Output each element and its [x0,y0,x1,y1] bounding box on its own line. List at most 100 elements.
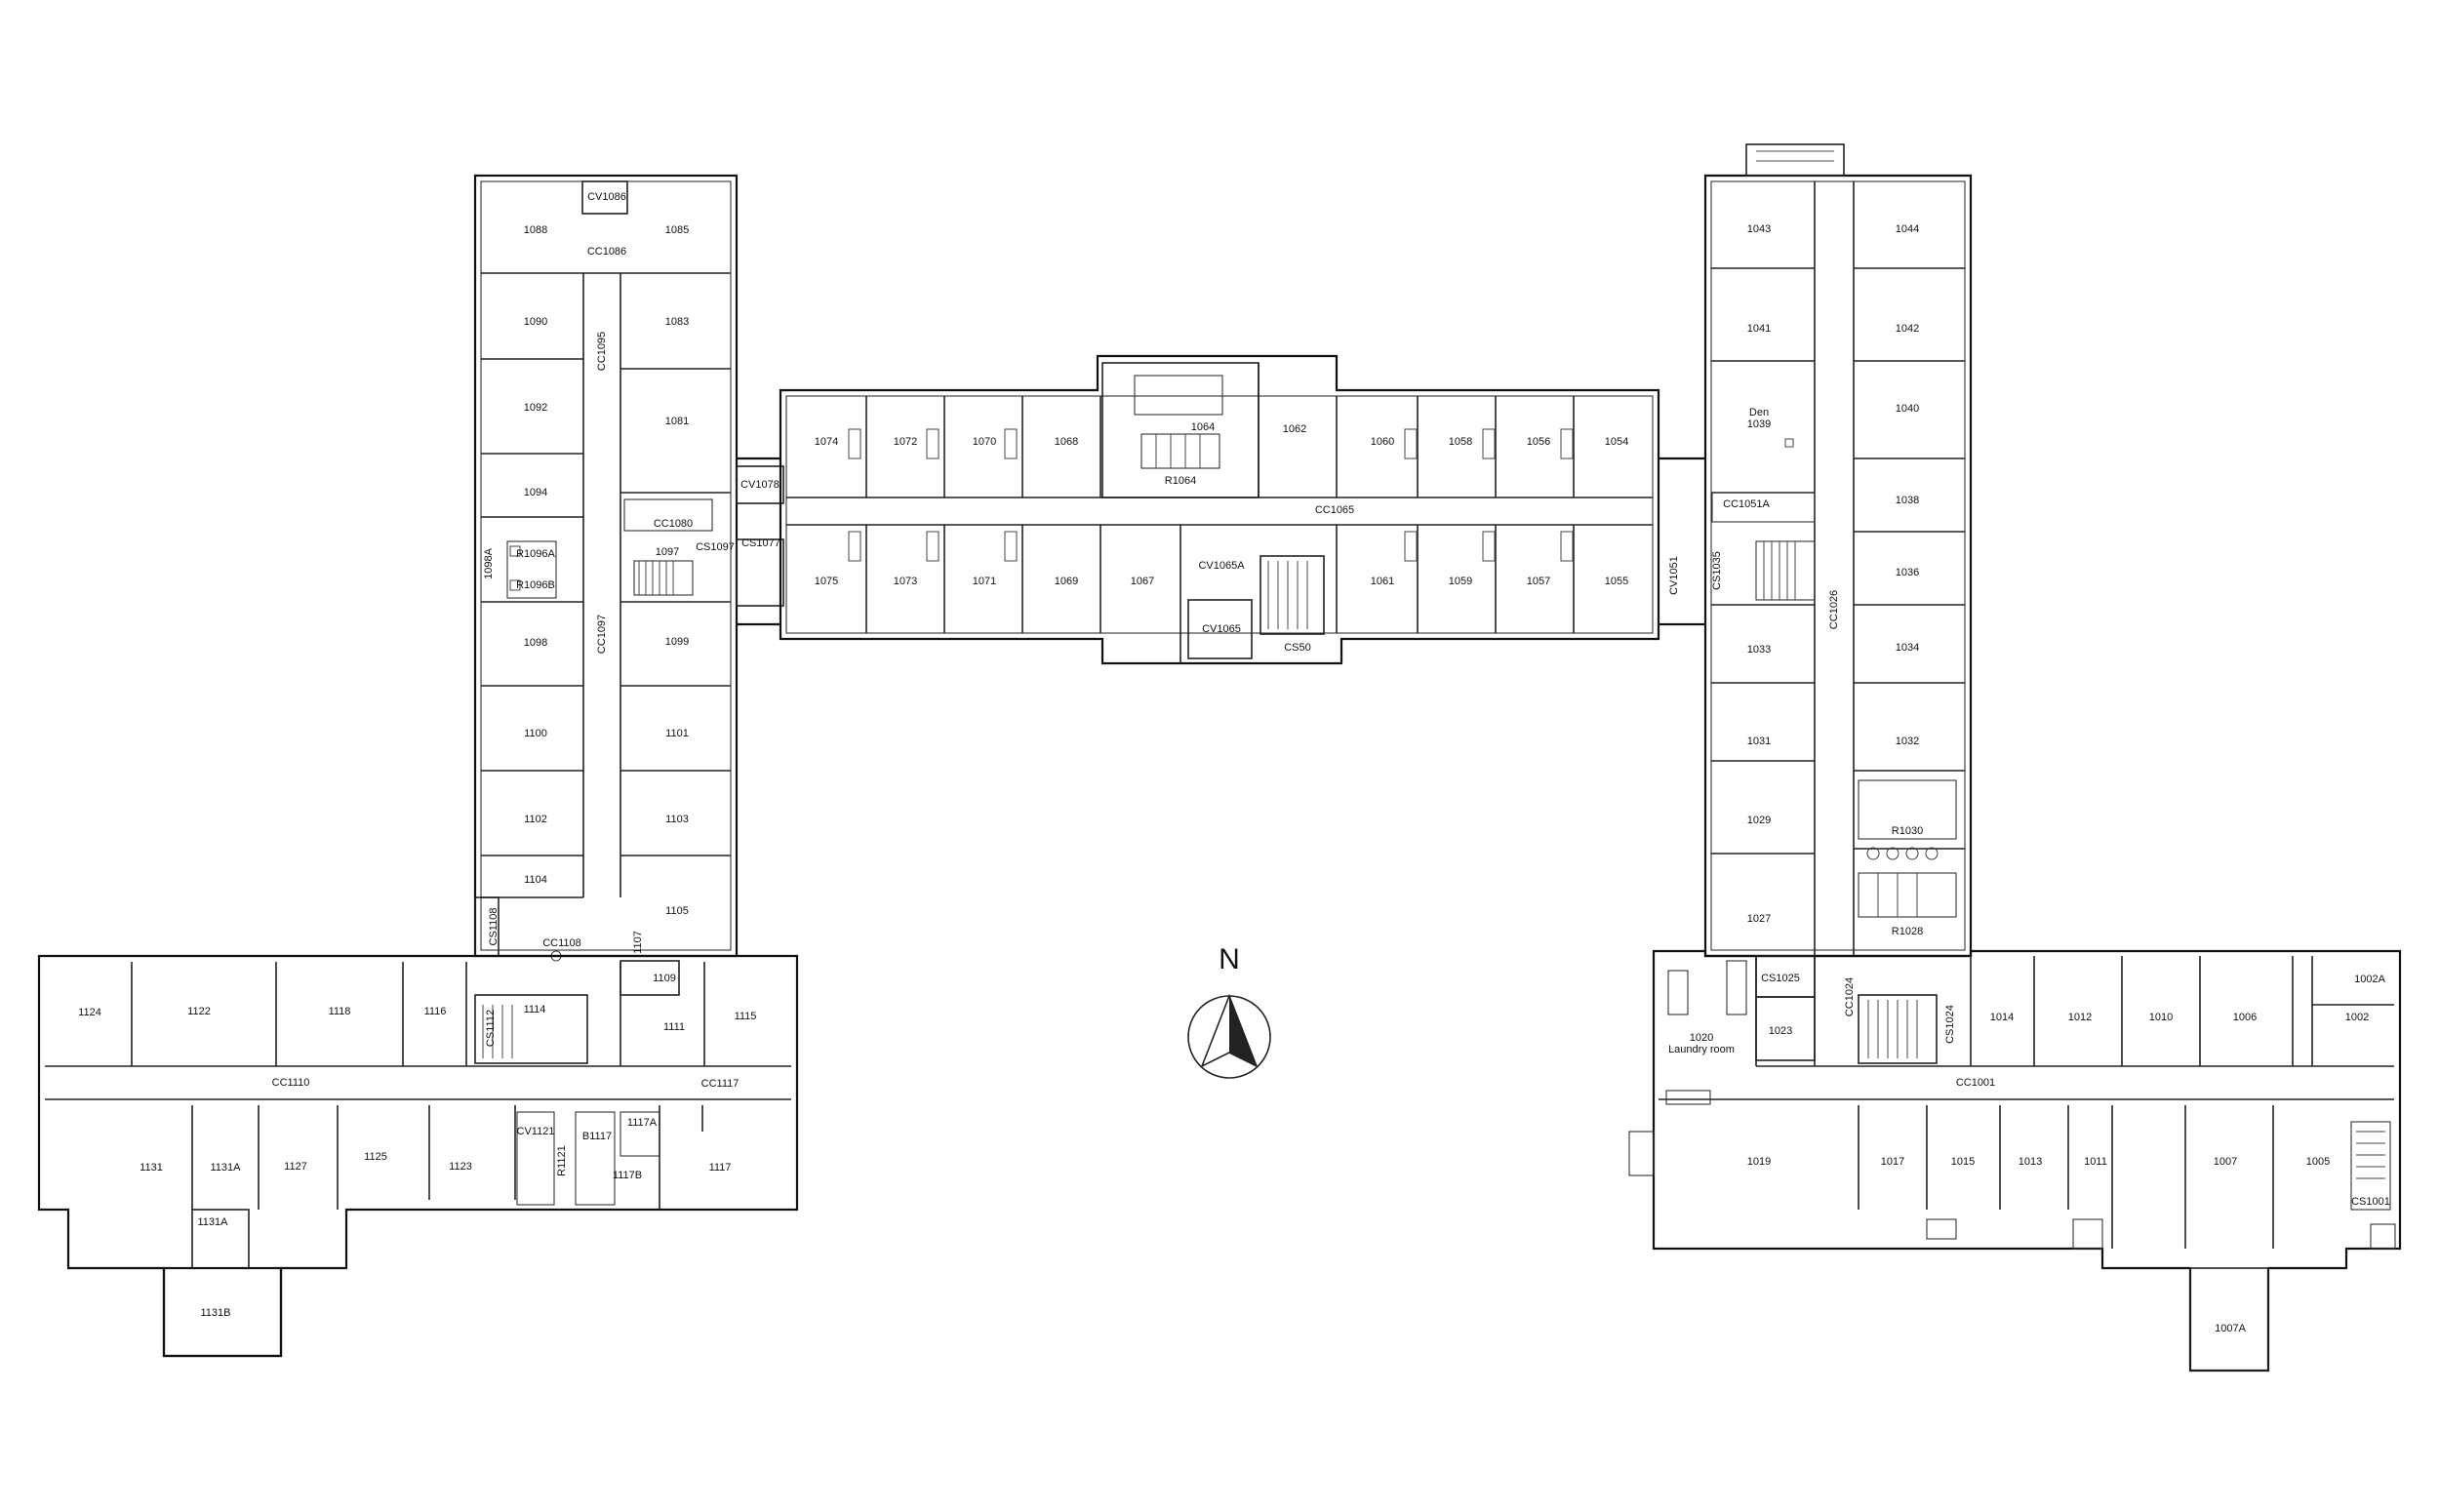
room-label: CV1086 [587,191,626,203]
room-label: 1023 [1769,1025,1792,1037]
room-label: 1131A [211,1162,242,1174]
room-label: 1094 [524,487,547,498]
room-label: 1038 [1896,495,1919,506]
room-label: CC1095 [596,332,608,371]
room-label: 1070 [973,436,996,448]
room-label: 1007A [2215,1323,2246,1334]
room-label: 1011 [2084,1156,2107,1168]
room-label: 1055 [1605,576,1628,587]
room-label: CV1065 [1202,623,1241,635]
room-label: 1104 [524,874,547,886]
room-label: 1103 [665,814,689,825]
room-label: 1062 [1283,423,1306,435]
room-label: Laundry room [1668,1044,1735,1055]
room-label: B1117 [582,1131,612,1142]
room-label: 1033 [1747,644,1771,656]
room-label: 1090 [524,316,547,328]
room-label: 1031 [1747,736,1771,747]
room-label: 1105 [665,905,689,917]
room-label: Den [1749,407,1769,418]
room-label: 1068 [1055,436,1078,448]
room-label: 1006 [2233,1012,2257,1023]
room-labels: CV1086 1088 1085 CC1086 1090 1083 CC1095… [78,191,2390,1334]
room-label: 1040 [1896,403,1919,415]
room-label: 1125 [364,1151,387,1163]
room-label: CC1086 [587,246,626,258]
room-label: 1013 [2019,1156,2042,1168]
room-label: 1109 [653,973,676,984]
west-tower [473,174,784,962]
room-label: 1131A [198,1216,229,1228]
connectors [737,457,1705,626]
room-label: CS1024 [1944,1005,1956,1044]
room-label: 1122 [187,1006,211,1017]
room-label: 1069 [1055,576,1078,587]
room-label: CS1077 [741,537,780,549]
room-label: CV1051 [1668,556,1680,595]
room-label: 1058 [1449,436,1472,448]
room-label: CC1001 [1956,1077,1995,1089]
room-label: 1124 [78,1007,101,1018]
room-label: 1131B [201,1307,231,1319]
room-label: 1118 [329,1006,351,1017]
room-label: 1039 [1747,418,1771,430]
room-label: 1098 [524,637,547,649]
room-1131b-outline [162,1266,283,1358]
east-tower [1703,143,1973,958]
room-label: CV1121 [517,1126,555,1137]
room-label: 1067 [1131,576,1154,587]
room-label: 1131 [140,1162,163,1174]
room-label: 1034 [1896,642,1919,654]
room-label: 1043 [1747,223,1771,235]
room-label: 1107 [632,931,644,954]
room-label: 1057 [1527,576,1550,587]
room-label: 1101 [665,728,689,739]
room-label: 1044 [1896,223,1919,235]
room-label: CC1080 [654,518,693,530]
room-label: CC1026 [1828,590,1840,629]
room-label: 1116 [424,1006,447,1017]
center-wing [779,354,1660,665]
north-label: N [1219,943,1240,975]
room-label: 1015 [1951,1156,1975,1168]
room-label: 1074 [815,436,838,448]
room-label: R1064 [1165,475,1196,487]
room-label: CS1112 [485,1010,497,1047]
room-label: 1099 [665,636,689,648]
room-label: 1014 [1990,1012,2014,1023]
room-label: 1081 [665,416,689,427]
room-label: 1117 [709,1162,732,1174]
room-label: CS1035 [1711,551,1723,590]
room-label: CV1078 [740,479,780,491]
room-label: 1041 [1747,323,1771,335]
room-label: 1002 [2345,1012,2369,1023]
room-label: R1030 [1892,825,1923,837]
room-label: 1054 [1605,436,1628,448]
room-label: CC1097 [596,615,608,654]
room-label: CS50 [1284,642,1311,654]
east-bottom-wing [1628,949,2402,1373]
room-label: CC1051A [1723,498,1770,510]
room-label: 1036 [1896,567,1919,578]
room-label: 1098A [483,547,495,578]
room-label: 1064 [1191,421,1215,433]
room-label: CS1001 [2351,1196,2390,1208]
room-label: 1088 [524,224,547,236]
room-label: 1111 [663,1021,685,1033]
room-label: 1097 [656,546,679,558]
room-label: 1092 [524,402,547,414]
room-label: 1117A [627,1117,658,1129]
room-label: 1083 [665,316,689,328]
room-label: 1123 [449,1161,472,1173]
room-label: 1085 [665,224,689,236]
room-label: 1029 [1747,815,1771,826]
room-label: CS1025 [1761,973,1800,984]
room-label: 1100 [524,728,547,739]
room-label: CC1024 [1844,977,1856,1016]
room-label: 1005 [2306,1156,2330,1168]
room-label: 1020 [1690,1032,1713,1044]
room-label: 1114 [524,1004,546,1015]
room-label: R1028 [1892,926,1923,937]
room-label: CC1110 [272,1077,310,1089]
room-label: 1017 [1881,1156,1904,1168]
